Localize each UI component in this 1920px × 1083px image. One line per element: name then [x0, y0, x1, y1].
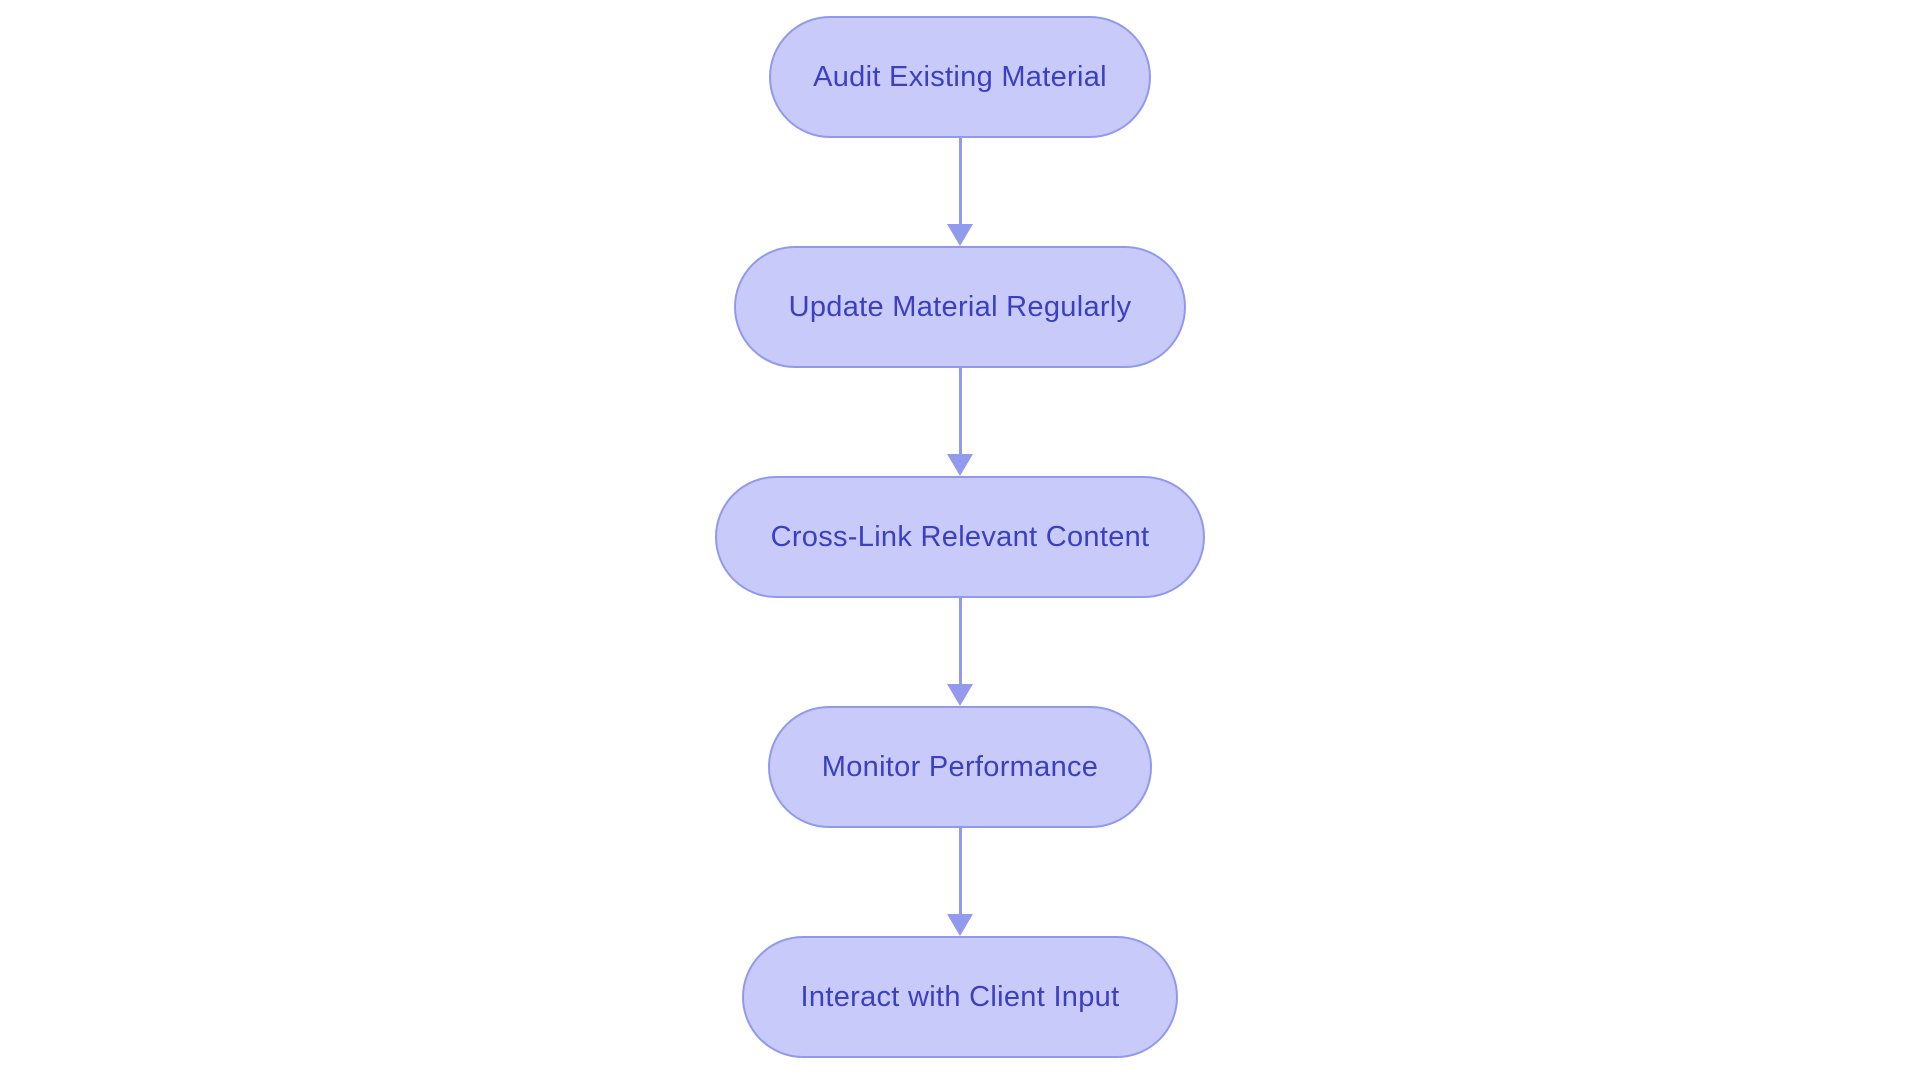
node-update-material-regularly: Update Material Regularly	[734, 246, 1186, 368]
flow-arrow-3	[947, 598, 973, 706]
arrowhead-down-icon	[947, 684, 973, 706]
flow-arrow-1	[947, 138, 973, 246]
arrow-line	[958, 598, 962, 684]
node-audit-existing-material: Audit Existing Material	[769, 16, 1151, 138]
node-label: Cross-Link Relevant Content	[770, 520, 1150, 553]
node-cross-link-relevant-content: Cross-Link Relevant Content	[715, 476, 1205, 598]
flow-arrow-4	[947, 828, 973, 936]
flow-arrow-2	[947, 368, 973, 476]
arrow-line	[958, 368, 962, 454]
node-monitor-performance: Monitor Performance	[768, 706, 1152, 828]
node-label: Interact with Client Input	[800, 980, 1120, 1013]
arrowhead-down-icon	[947, 224, 973, 246]
node-label: Monitor Performance	[821, 750, 1099, 783]
arrowhead-down-icon	[947, 914, 973, 936]
arrowhead-down-icon	[947, 454, 973, 476]
arrow-line	[958, 828, 962, 914]
node-interact-with-client-input: Interact with Client Input	[742, 936, 1178, 1058]
arrow-line	[958, 138, 962, 224]
node-label: Audit Existing Material	[813, 60, 1107, 93]
node-label: Update Material Regularly	[788, 290, 1132, 323]
